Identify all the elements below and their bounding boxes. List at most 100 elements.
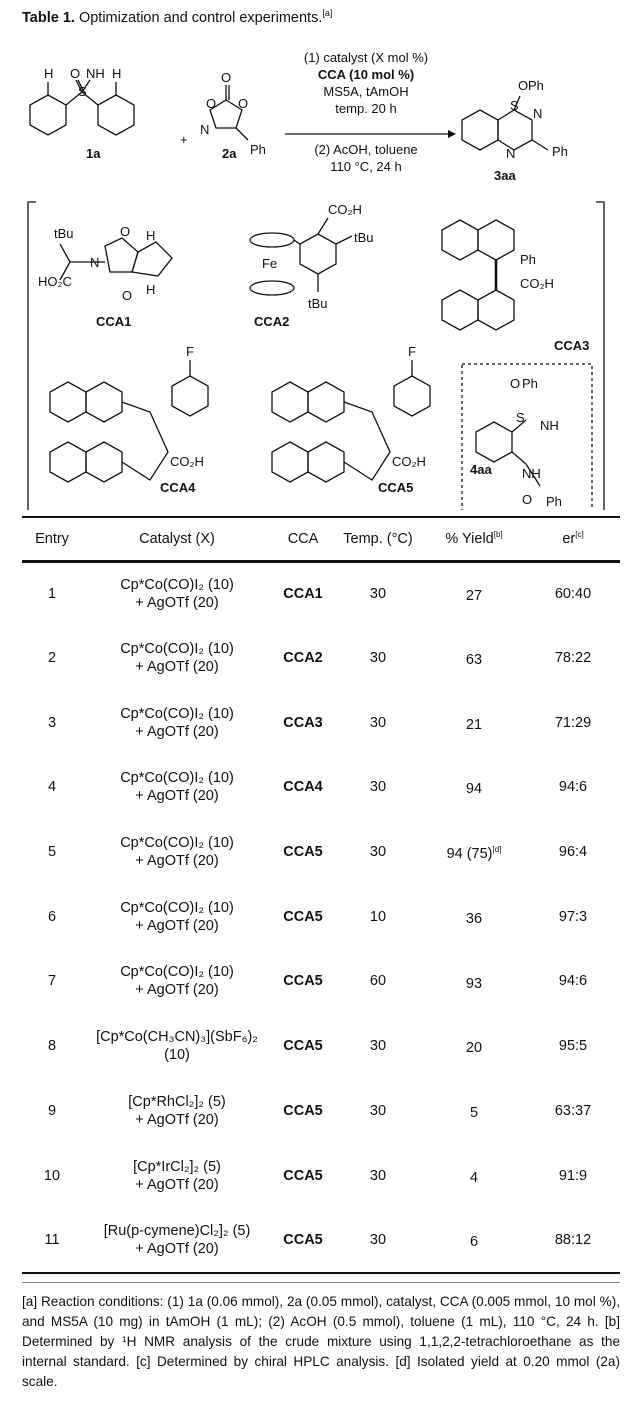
table-footnote: [a] Reaction conditions: (1) 1a (0.06 mm… [22, 1282, 620, 1392]
svg-text:Fe: Fe [262, 256, 277, 271]
cell-entry: 7 [47, 973, 57, 990]
yield-value: 21 [465, 716, 483, 733]
catalyst-line1: [Cp*RhCl₂]₂ (5) [128, 1093, 226, 1110]
svg-text:tBu: tBu [354, 230, 374, 245]
svg-text:H: H [146, 228, 155, 243]
header-er: er[c] [526, 516, 620, 563]
cell-entry: 10 [43, 1167, 61, 1184]
cell-temp: 30 [369, 779, 387, 796]
reaction-scheme: H O NH H S O O O N Ph + O Ph S N N Ph tB… [27, 50, 605, 510]
catalyst-line1: [Ru(p-cymene)Cl₂]₂ (5) [103, 1222, 251, 1239]
table-header-row: Entry Catalyst (X) CCA Temp. (°C) % Yiel… [22, 516, 620, 563]
svg-text:S: S [510, 98, 519, 113]
cell-cca: CCA5 [283, 844, 323, 861]
cell-yield: 36 [422, 884, 526, 949]
cell-er: 71:29 [554, 714, 592, 731]
yield-value: 94 [465, 781, 483, 798]
cell-temp: 30 [369, 1038, 387, 1055]
yield-value: 36 [465, 910, 483, 927]
cell-entry: 3 [47, 714, 57, 731]
catalyst-line2: + AgOTf (20) [135, 853, 219, 870]
svg-text:O: O [510, 376, 520, 391]
label-cca1: CCA1 [96, 314, 131, 329]
catalyst-line2: + AgOTf (20) [135, 917, 219, 934]
cell-yield: 27 [422, 561, 526, 626]
header-temp: Temp. (°C) [334, 516, 422, 563]
cell-cca: CCA5 [283, 908, 323, 925]
cell-temp: 30 [334, 1207, 422, 1274]
svg-text:CO₂H: CO₂H [170, 454, 204, 469]
cell-temp: 10 [369, 908, 387, 925]
catalyst-line2: + AgOTf (20) [135, 723, 219, 740]
yield-value: 5 [469, 1104, 479, 1121]
cell-entry: 5 [47, 844, 57, 861]
label-cca2: CCA2 [254, 314, 289, 329]
svg-text:Ph: Ph [546, 494, 562, 509]
cell-catalyst: Cp*Co(CO)I₂ (10)+ AgOTf (20) [82, 755, 272, 820]
label-3aa: 3aa [494, 168, 516, 183]
catalyst-line2: + AgOTf (20) [135, 595, 219, 612]
cell-yield: 93 [422, 949, 526, 1014]
cell-cca: CCA5 [283, 1167, 323, 1184]
cond2-line2: 110 °C, 24 h [330, 159, 401, 174]
catalyst-line2: + AgOTf (20) [135, 1176, 219, 1193]
cell-catalyst: [Cp*Co(CH₃CN)₃](SbF₆)₂(10) [82, 1014, 272, 1079]
cell-er: 88:12 [526, 1207, 620, 1274]
label-2a: 2a [222, 146, 237, 161]
table-title-text: Optimization and control experiments. [78, 9, 323, 26]
svg-text:CO₂H: CO₂H [392, 454, 426, 469]
svg-text:Ph: Ph [528, 78, 544, 93]
header-yield: % Yield[b] [422, 516, 526, 563]
catalyst-line2: + AgOTf (20) [135, 659, 219, 676]
svg-text:O: O [122, 288, 132, 303]
label-4aa: 4aa [470, 462, 492, 477]
cell-cca: CCA2 [283, 650, 323, 667]
table-title: Table 1. Optimization and control experi… [22, 8, 332, 26]
svg-text:N: N [200, 122, 209, 137]
svg-text:NH: NH [86, 66, 105, 81]
svg-text:CO₂H: CO₂H [328, 202, 362, 217]
table-row: 11[Ru(p-cymene)Cl₂]₂ (5)+ AgOTf (20)CCA5… [22, 1207, 620, 1274]
cell-yield: 4 [422, 1143, 526, 1208]
cell-yield: 5 [422, 1079, 526, 1144]
cell-er: 94:6 [558, 973, 588, 990]
yield-value: 93 [465, 975, 483, 992]
cell-entry: 2 [47, 650, 57, 667]
svg-text:+: + [180, 132, 188, 147]
svg-text:O: O [518, 78, 528, 93]
svg-text:tBu: tBu [308, 296, 328, 311]
catalyst-line1: Cp*Co(CO)I₂ (10) [120, 577, 234, 594]
catalyst-line1: Cp*Co(CO)I₂ (10) [120, 770, 234, 787]
cell-entry: 4 [47, 779, 57, 796]
cell-catalyst: Cp*Co(CO)I₂ (10)+ AgOTf (20) [82, 561, 272, 626]
cell-cca: CCA5 [283, 973, 323, 990]
header-catalyst: Catalyst (X) [82, 516, 272, 563]
svg-text:F: F [186, 344, 194, 359]
svg-text:H: H [112, 66, 121, 81]
cell-catalyst: Cp*Co(CO)I₂ (10)+ AgOTf (20) [82, 884, 272, 949]
cell-er: 78:22 [554, 650, 592, 667]
cell-entry: 6 [47, 908, 57, 925]
svg-text:Ph: Ph [552, 144, 568, 159]
cell-catalyst: Cp*Co(CO)I₂ (10)+ AgOTf (20) [82, 626, 272, 691]
cell-temp: 30 [369, 1167, 387, 1184]
yield-value: 6 [469, 1233, 479, 1250]
label-cca4: CCA4 [160, 480, 196, 495]
catalyst-line1: [Cp*IrCl₂]₂ (5) [133, 1158, 221, 1175]
svg-text:Ph: Ph [250, 142, 266, 157]
header-entry: Entry [22, 516, 82, 563]
catalyst-line1: Cp*Co(CO)I₂ (10) [120, 641, 234, 658]
cond1-line3: MS5A, tAmOH [323, 84, 408, 99]
yield-value: 4 [469, 1169, 479, 1186]
cell-yield: 94 [422, 755, 526, 820]
cond2-line1: (2) AcOH, toluene [314, 142, 417, 157]
cell-temp: 30 [369, 586, 387, 603]
svg-text:O: O [221, 70, 231, 85]
